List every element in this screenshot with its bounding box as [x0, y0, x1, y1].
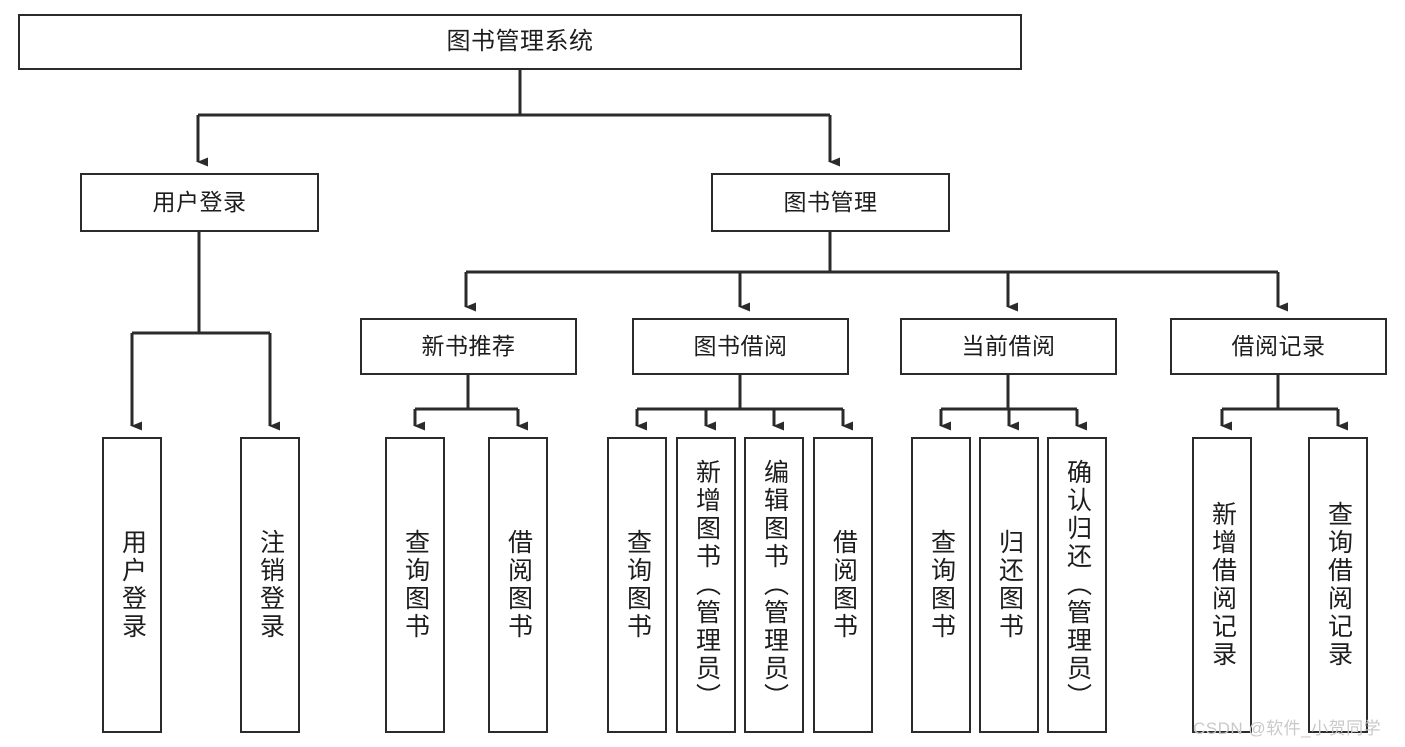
- leaf-borrow-query-book[interactable]: 查询图书: [607, 437, 667, 733]
- leaf-recommend-borrow-book[interactable]: 借阅图书: [488, 437, 548, 733]
- node-label: 确认归还（管理员）: [1063, 459, 1092, 711]
- node-label: 借阅图书: [829, 529, 858, 641]
- node-label: 新增借阅记录: [1208, 501, 1237, 669]
- leaf-current-query-book[interactable]: 查询图书: [911, 437, 971, 733]
- leaf-borrow-edit-book-admin[interactable]: 编辑图书（管理员）: [744, 437, 804, 733]
- node-label: 注销登录: [256, 529, 285, 641]
- leaf-records-add-record[interactable]: 新增借阅记录: [1192, 437, 1252, 733]
- leaf-user-login-logout[interactable]: 注销登录: [240, 437, 300, 733]
- node-label: 查询图书: [623, 529, 652, 641]
- node-label: 用户登录: [152, 189, 247, 216]
- leaf-recommend-query-book[interactable]: 查询图书: [385, 437, 445, 733]
- leaf-current-return-book[interactable]: 归还图书: [979, 437, 1039, 733]
- leaf-borrow-borrow-book[interactable]: 借阅图书: [813, 437, 873, 733]
- node-current-borrow[interactable]: 当前借阅: [900, 318, 1117, 375]
- leaf-current-confirm-return-admin[interactable]: 确认归还（管理员）: [1047, 437, 1107, 733]
- node-root-system[interactable]: 图书管理系统: [18, 14, 1022, 70]
- node-label: 查询图书: [927, 529, 956, 641]
- node-label: 编辑图书（管理员）: [760, 459, 789, 711]
- node-label: 用户登录: [118, 529, 147, 641]
- node-book-borrow[interactable]: 图书借阅: [632, 318, 849, 375]
- node-label: 新书推荐: [421, 333, 516, 360]
- csdn-watermark: CSDN @软件_小贺同学: [1193, 719, 1382, 738]
- leaf-user-login-login[interactable]: 用户登录: [102, 437, 162, 733]
- node-borrow-records[interactable]: 借阅记录: [1170, 318, 1387, 375]
- node-book-management[interactable]: 图书管理: [711, 173, 950, 232]
- node-label: 借阅记录: [1231, 333, 1326, 360]
- node-label: 归还图书: [995, 529, 1024, 641]
- leaf-records-query-record[interactable]: 查询借阅记录: [1308, 437, 1368, 733]
- node-label: 当前借阅: [961, 333, 1056, 360]
- node-user-login[interactable]: 用户登录: [80, 173, 319, 232]
- node-label: 图书借阅: [693, 333, 788, 360]
- node-label: 查询借阅记录: [1324, 501, 1353, 669]
- node-label: 图书管理系统: [446, 28, 594, 56]
- node-label: 新增图书（管理员）: [692, 459, 721, 711]
- node-label: 借阅图书: [504, 529, 533, 641]
- node-label: 图书管理: [783, 189, 878, 216]
- node-label: 查询图书: [401, 529, 430, 641]
- leaf-borrow-add-book-admin[interactable]: 新增图书（管理员）: [676, 437, 736, 733]
- node-new-book-recommend[interactable]: 新书推荐: [360, 318, 577, 375]
